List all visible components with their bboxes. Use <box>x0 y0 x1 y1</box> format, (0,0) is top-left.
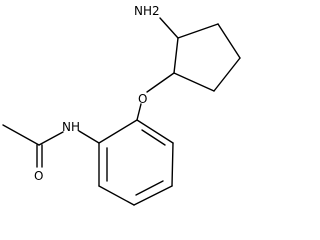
amine-bond <box>159 17 179 39</box>
amide-nitrogen-carbonyl-bond <box>38 131 64 146</box>
structure-canvas: NH2 O NH O <box>2 4 241 206</box>
acetyl-methyl-bond <box>2 124 40 146</box>
benzene-bond-4 <box>98 185 135 206</box>
benzene-double-bond-1 <box>141 129 166 146</box>
benzene-bond-2 <box>171 142 174 187</box>
cyclopentane-bond-c1-c2 <box>177 23 219 39</box>
amide-nitrogen-label: NH <box>62 120 80 134</box>
ether-oxygen-label: O <box>138 92 147 106</box>
carbonyl-oxygen-label: O <box>34 169 43 183</box>
cyclopentane-bond-c3-c4 <box>213 57 241 92</box>
cyclopentane-bond-c4-c5 <box>173 72 215 92</box>
benzene-bond-1 <box>136 119 174 144</box>
molecule-structure: NH2 O NH O <box>2 4 241 206</box>
ether-bond-aryl <box>136 103 142 121</box>
amine-label: NH2 <box>134 4 160 18</box>
ether-bond-cyclopentyl <box>146 72 175 93</box>
amide-nitrogen-aryl-bond <box>78 130 100 144</box>
benzene-bond-6 <box>98 119 138 144</box>
benzene-bond-3 <box>133 185 173 206</box>
cyclopentane-bond-c5-c1 <box>173 37 179 74</box>
cyclopentane-bond-c2-c3 <box>217 23 241 59</box>
benzene-double-bond-2 <box>135 180 164 196</box>
